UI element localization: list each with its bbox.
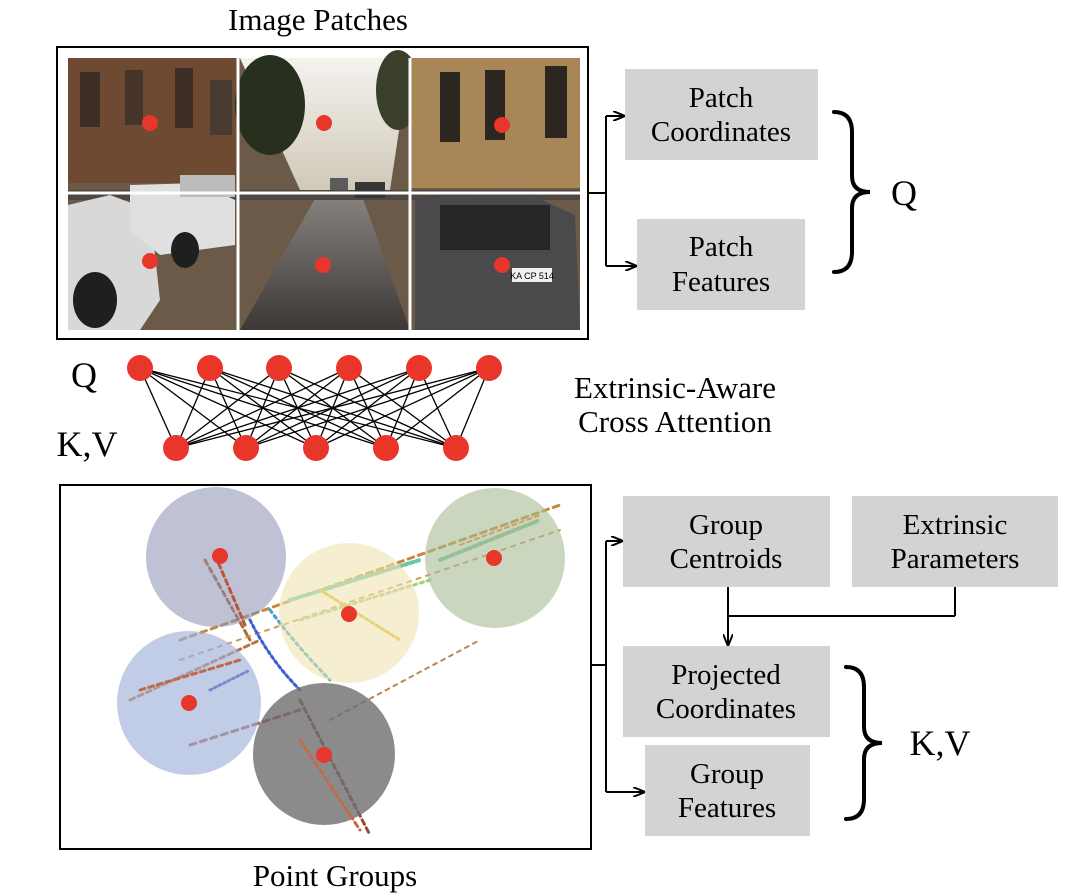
patch-coordinates-line1: Patch bbox=[689, 82, 754, 114]
group-centroids-line2: Centroids bbox=[670, 543, 783, 575]
attention-edge bbox=[245, 367, 490, 449]
patch-coordinates-box: Patch Coordinates bbox=[625, 69, 818, 160]
patch-features-line2: Features bbox=[672, 266, 770, 298]
group-centroids-line1: Group bbox=[689, 509, 763, 541]
q-brace bbox=[832, 110, 871, 274]
attention-edge bbox=[455, 367, 490, 449]
query-node bbox=[476, 355, 502, 381]
kv-label-left: K,V bbox=[57, 424, 118, 464]
attention-edge bbox=[175, 367, 420, 449]
attention-edge bbox=[139, 367, 177, 449]
extrinsic-parameters-line2: Parameters bbox=[891, 543, 1020, 575]
group-features-line1: Group bbox=[690, 758, 764, 790]
attention-connections bbox=[139, 367, 490, 449]
attention-edge bbox=[175, 367, 490, 449]
patch-branch-arrows bbox=[588, 116, 636, 266]
key-value-nodes bbox=[163, 435, 469, 461]
attention-edge bbox=[175, 367, 280, 449]
patch-center-dots bbox=[142, 115, 510, 273]
attention-title-line2: Cross Attention bbox=[578, 404, 772, 439]
attention-edge bbox=[175, 367, 211, 449]
group-centroids-box: Group Centroids bbox=[623, 496, 830, 587]
extrinsic-parameters-box: Extrinsic Parameters bbox=[852, 496, 1058, 587]
kv-label-right: K,V bbox=[910, 723, 971, 763]
group-branch-arrows bbox=[591, 541, 956, 792]
attention-edge bbox=[385, 367, 490, 449]
key-value-node bbox=[233, 435, 259, 461]
projected-coordinates-line2: Coordinates bbox=[656, 693, 796, 725]
patch-features-line1: Patch bbox=[689, 231, 754, 263]
q-label-left: Q bbox=[71, 355, 97, 395]
query-node bbox=[406, 355, 432, 381]
query-node bbox=[197, 355, 223, 381]
query-nodes bbox=[127, 355, 502, 381]
extrinsic-parameters-line1: Extrinsic bbox=[903, 509, 1008, 541]
attention-title-line1: Extrinsic-Aware bbox=[574, 370, 776, 405]
license-plate-text: KA CP 514 bbox=[510, 271, 554, 281]
group-features-line2: Features bbox=[678, 792, 776, 824]
key-value-node bbox=[303, 435, 329, 461]
query-node bbox=[127, 355, 153, 381]
key-value-node bbox=[373, 435, 399, 461]
image-patches-title: Image Patches bbox=[228, 2, 408, 37]
patch-features-box: Patch Features bbox=[637, 219, 805, 310]
q-label-right: Q bbox=[891, 173, 917, 213]
group-features-box: Group Features bbox=[645, 745, 810, 836]
query-node bbox=[336, 355, 362, 381]
key-value-node bbox=[163, 435, 189, 461]
patch-coordinates-line2: Coordinates bbox=[651, 116, 791, 148]
attention-edge bbox=[175, 367, 350, 449]
point-cloud-image bbox=[59, 484, 592, 850]
projected-coordinates-line1: Projected bbox=[671, 659, 781, 691]
street-image: KA CP 514 bbox=[56, 46, 589, 340]
projected-coordinates-box: Projected Coordinates bbox=[623, 646, 830, 737]
attention-edge bbox=[315, 367, 490, 449]
group-centroid-dots bbox=[181, 548, 502, 763]
kv-brace bbox=[844, 665, 883, 821]
query-node bbox=[266, 355, 292, 381]
key-value-node bbox=[443, 435, 469, 461]
point-groups-title: Point Groups bbox=[253, 858, 418, 893]
